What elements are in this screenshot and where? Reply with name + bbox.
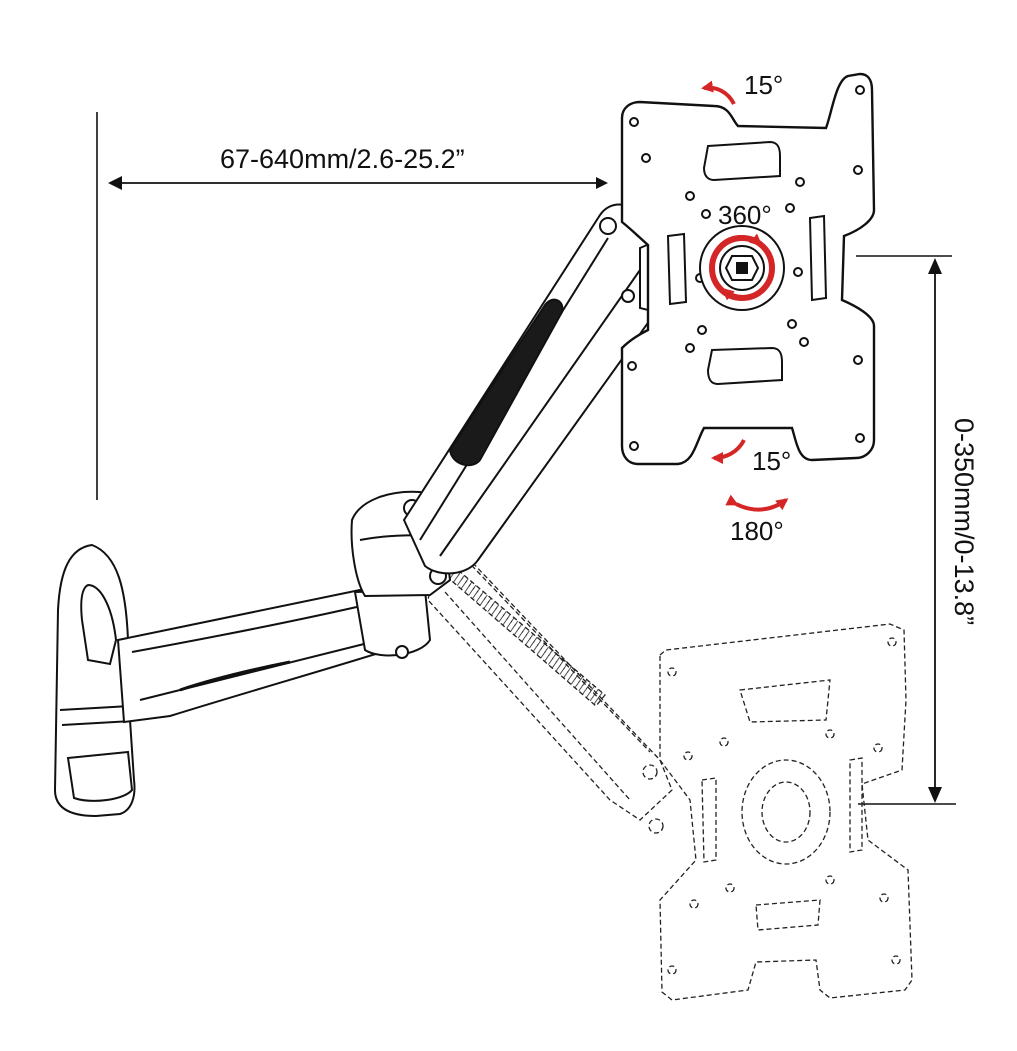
tilt-down-label: 15° [752,446,791,476]
swivel-arrow-icon [725,494,789,512]
swivel-label: 180° [730,516,784,546]
tilt-down-arrow-icon [711,439,746,464]
vertical-arrow-top [928,258,942,274]
vertical-arrow-bottom [928,787,942,803]
vertical-dimension: 0-350mm/0-13.8” [856,255,979,805]
horizontal-dimension-arrow-start [108,176,122,190]
lower-arm [116,583,432,724]
vertical-range-label: 0-350mm/0-13.8” [949,418,979,625]
horizontal-range-label: 67-640mm/2.6-25.2” [220,144,465,174]
tilt-up-label: 15° [744,70,783,100]
ghost-rotation-hub [741,759,831,865]
lowered-position-ghost [427,538,913,1001]
upper-arm [402,203,662,575]
motion-arrows [701,80,789,512]
tilt-up-arrow-icon [701,80,736,105]
rotation-arrow-icon [714,233,763,254]
ghost-vesa-plate [659,623,913,1001]
vesa-plate [620,72,876,466]
gas-spring-grip [448,298,564,467]
horizontal-dimension: 67-640mm/2.6-25.2” [96,112,608,500]
rotation-label: 360° [718,200,772,230]
wall-bracket [53,543,136,818]
